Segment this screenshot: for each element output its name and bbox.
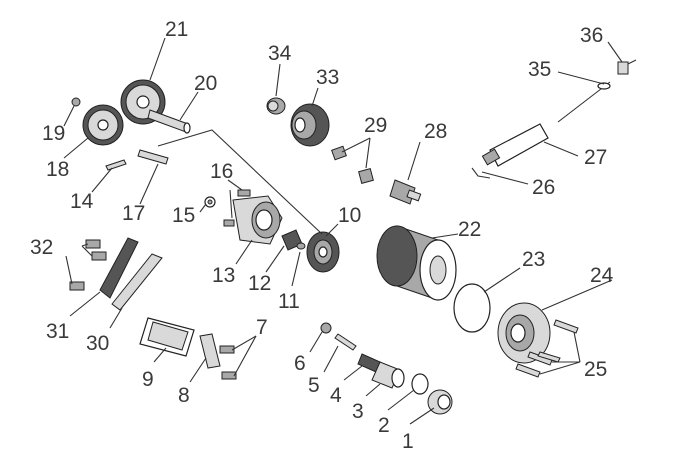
part-27-tube [481,123,549,167]
label-2: 2 [378,414,390,437]
label-30: 30 [86,332,109,355]
label-21: 21 [165,18,188,41]
label-29: 29 [364,114,387,137]
part-8-bracket [199,333,221,369]
label-6: 6 [294,352,306,375]
label-9: 9 [142,368,154,391]
label-10: 10 [338,204,361,227]
label-26: 26 [532,176,555,199]
part-11-pin [296,242,306,250]
label-31: 31 [46,320,69,343]
part-13-pump-housing [223,189,283,245]
label-3: 3 [352,400,364,423]
label-28: 28 [424,120,447,143]
part-10-rotor-ring [306,231,340,273]
label-33: 33 [316,66,339,89]
label-16: 16 [210,160,233,183]
label-18: 18 [46,158,69,181]
part-7-screws [219,345,237,380]
part-25-bolts [515,319,579,378]
part-24-cover [497,302,551,364]
part-18-gear [82,104,124,146]
label-11: 11 [278,290,300,313]
label-12: 12 [248,272,271,295]
label-14: 14 [70,190,94,213]
label-27: 27 [584,146,607,169]
label-36: 36 [580,24,603,47]
part-36-tip [617,59,637,75]
part-33-gear [290,103,330,147]
label-20: 20 [194,72,217,95]
label-4: 4 [330,384,342,407]
label-8: 8 [178,384,190,407]
part-35-rod [557,81,611,123]
label-17: 17 [122,202,145,225]
label-15: 15 [172,204,195,227]
leader-lines [63,37,623,425]
part-22-filter [376,225,457,301]
label-1: 1 [402,430,414,453]
label-22: 22 [458,218,481,241]
part-3-sleeve [371,361,405,389]
label-35: 35 [528,58,551,81]
part-19-nut [71,97,81,107]
part-14-pin [105,159,127,171]
part-15-washer [204,196,216,208]
label-32: 32 [30,236,53,259]
part-23-o-ring [453,283,491,333]
label-24: 24 [590,264,614,287]
label-7: 7 [256,316,268,339]
part-6-nut [320,322,332,334]
part-17-pin [137,149,169,165]
part-34-cap [266,97,286,115]
label-34: 34 [268,42,292,65]
part-30-plate [111,253,163,311]
label-25: 25 [584,358,607,381]
label-23: 23 [522,248,545,271]
part-31-bracket [99,237,139,299]
part-1-plug [427,389,453,415]
part-9-gasket [139,317,195,357]
label-19: 19 [42,122,65,145]
part-20-shaft [147,109,191,134]
part-26-wire [471,167,491,179]
label-5: 5 [308,374,320,397]
part-29-clips [331,145,374,184]
part-5-screw [334,333,357,351]
label-13: 13 [212,264,235,287]
part-2-ring [411,373,429,395]
part-28-valve [389,179,422,205]
part-32-bolts [69,239,107,291]
